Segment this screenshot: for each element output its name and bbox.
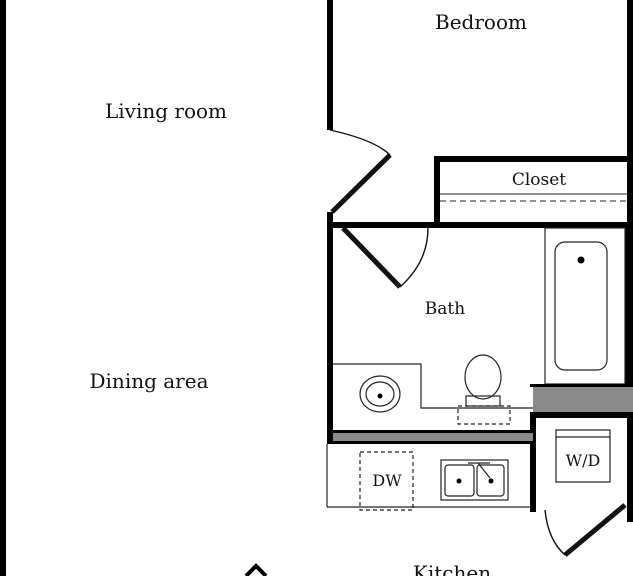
room-label-bath: Bath xyxy=(425,299,465,319)
bathtub-outer xyxy=(544,227,626,385)
bedroom-door-leaf xyxy=(330,153,392,214)
sink-outer xyxy=(359,375,401,413)
bathtub-drain xyxy=(577,256,585,264)
laundry-left-wall xyxy=(530,412,536,512)
bath-bottom-wall xyxy=(333,432,533,442)
fixture-label-washer-dryer: W/D xyxy=(566,451,601,470)
washer-dryer-unit xyxy=(555,429,611,483)
tub-bottom-wall xyxy=(533,384,633,412)
bedroom-door-arc xyxy=(329,129,391,156)
bathtub xyxy=(544,227,626,385)
toilet-bowl xyxy=(464,354,502,400)
room-label-closet: Closet xyxy=(512,170,566,190)
bath-left-wall xyxy=(327,212,333,442)
kitchen-sink-drain-right xyxy=(488,478,494,484)
dishwasher-outline xyxy=(359,451,414,511)
closet-front-wall xyxy=(434,156,633,162)
closet-left-wall xyxy=(434,156,440,226)
kitchen-counter xyxy=(326,444,530,511)
washer-dryer-box xyxy=(555,429,611,483)
laundry-door-arc xyxy=(544,509,566,556)
kitchen-sink-drain-left xyxy=(456,478,462,484)
sink-drain xyxy=(377,393,383,399)
bath-top-wall xyxy=(333,222,633,228)
bath-door xyxy=(341,226,429,289)
toilet xyxy=(457,354,511,425)
tub-bottom-top xyxy=(530,384,633,387)
room-label-dining-area: Dining area xyxy=(90,369,209,393)
vanity-counter xyxy=(333,363,535,409)
bath-right-wall-upper xyxy=(625,222,633,387)
bath-bottom-wall-bottom xyxy=(327,441,533,444)
bedroom-door xyxy=(329,129,392,214)
kitchen-sink-right xyxy=(476,464,505,497)
kitchen-sink-outer xyxy=(440,459,509,501)
sink-inner xyxy=(365,381,395,407)
bath-door-leaf xyxy=(341,226,402,289)
laundry-door-leaf xyxy=(563,503,627,557)
kitchen-wall-lines xyxy=(327,384,633,444)
interior-walls xyxy=(327,156,633,512)
bathtub-inner xyxy=(554,241,608,371)
laundry-top-wall xyxy=(533,412,633,418)
room-label-bedroom: Bedroom xyxy=(435,10,527,34)
toilet-dashed-outline xyxy=(457,405,511,425)
room-label-kitchen: Kitchen xyxy=(413,561,491,576)
fixture-label-dishwasher: DW xyxy=(372,471,402,490)
room-label-living-room: Living room xyxy=(105,99,227,123)
bedroom-left-wall-upper xyxy=(327,0,333,130)
laundry-door xyxy=(544,503,627,557)
bath-bottom-wall-top xyxy=(327,430,533,433)
left-exterior-wall xyxy=(0,0,6,576)
kitchen-sink-left xyxy=(444,464,475,497)
vanity xyxy=(333,363,535,413)
kitchen-faucet xyxy=(468,462,491,479)
bath-door-arc xyxy=(399,227,429,288)
bottom-partial-shape xyxy=(244,563,268,576)
counter-bands xyxy=(333,384,633,442)
closet-rod xyxy=(440,193,627,202)
